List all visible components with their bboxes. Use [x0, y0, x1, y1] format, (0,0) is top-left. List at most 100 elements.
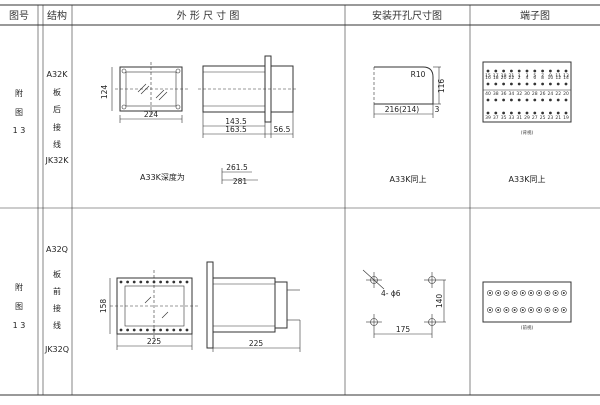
row2-cutout-width: 175	[396, 325, 411, 334]
terminal-number-top: 11	[555, 73, 561, 79]
terminal-dot	[502, 111, 505, 115]
terminal-dot	[549, 69, 552, 73]
terminal-number-bot2: 33	[509, 115, 515, 121]
terminal-number-bot1: 32	[516, 91, 522, 97]
row1-cutout-note: A33K同上	[390, 175, 427, 184]
terminal-number-bot1: 38	[493, 91, 499, 97]
terminal-screw	[528, 290, 534, 296]
terminal-number-bot2: 35	[501, 115, 507, 121]
terminal-dot	[525, 111, 529, 115]
terminal-screw	[560, 290, 567, 296]
terminal-dot	[165, 280, 169, 284]
row2-cutout-height: 140	[435, 294, 444, 309]
row1-note-v1: 261.5	[226, 163, 248, 172]
terminal-dot	[533, 111, 537, 115]
terminal-number-mid: 18	[493, 75, 499, 81]
terminal-dot	[564, 111, 568, 115]
row2-terminal-row	[487, 290, 567, 313]
terminal-number-top: 13	[563, 73, 569, 79]
svg-text:板: 板	[53, 269, 61, 279]
terminal-dot	[517, 111, 521, 115]
terminal-screw-center	[562, 292, 565, 294]
svg-text:板: 板	[53, 87, 61, 97]
terminal-screw	[536, 290, 543, 296]
svg-text:1 3: 1 3	[13, 321, 26, 330]
row2-terminal-panel	[482, 281, 572, 323]
terminal-dot	[541, 98, 544, 102]
terminal-screw-center	[521, 292, 524, 294]
terminal-dot	[525, 69, 529, 73]
terminal-screw	[503, 290, 510, 296]
terminal-number-bot1: 28	[532, 91, 538, 97]
terminal-number-mid: 14	[563, 75, 569, 81]
terminal-dot	[517, 69, 521, 73]
terminal-screw	[519, 307, 526, 313]
terminal-dot	[185, 328, 189, 332]
terminal-dot	[159, 328, 163, 332]
row2-structure-label: A32Q 板 前 接 线 JK32Q	[44, 245, 69, 354]
terminal-screw	[528, 307, 534, 313]
terminal-number-bot2: 25	[540, 115, 546, 121]
row1-dim-height: 124	[100, 85, 109, 100]
terminal-screw	[552, 290, 559, 296]
terminal-number-mid: 22	[509, 75, 515, 81]
terminal-number-bot2: 23	[548, 115, 554, 121]
header-terminal-diagram: 端子图	[520, 9, 550, 22]
terminal-screw	[487, 290, 493, 296]
svg-text:附: 附	[15, 88, 23, 98]
row1-cutout-radius: R10	[411, 70, 426, 79]
terminal-number-bot1: 26	[540, 91, 546, 97]
terminal-dot	[556, 82, 560, 86]
terminal-dot	[494, 98, 498, 102]
terminal-screw-center	[513, 292, 516, 294]
terminal-dot	[556, 69, 560, 73]
terminal-dot	[494, 69, 498, 73]
terminal-dot	[556, 98, 560, 102]
terminal-number-top: 3	[526, 73, 529, 79]
terminal-screw	[560, 307, 567, 313]
terminal-dot	[132, 328, 136, 332]
terminal-dot	[525, 82, 529, 86]
terminal-number-bot1: 30	[524, 91, 530, 97]
terminal-screw-center	[538, 309, 541, 311]
row2-side-view	[206, 261, 301, 352]
row1-dim-len3: 56.5	[274, 125, 291, 134]
terminal-dot	[549, 82, 552, 86]
terminal-number-top: 1	[518, 73, 521, 79]
terminal-screw-center	[521, 309, 524, 311]
terminal-number-top: 7	[541, 73, 544, 79]
terminal-screw	[495, 307, 502, 313]
terminal-dot	[165, 328, 169, 332]
terminal-screw	[552, 307, 559, 313]
terminal-dot	[502, 98, 505, 102]
row1-cutout-edge: 3	[435, 105, 440, 114]
terminal-screw-center	[505, 309, 508, 311]
terminal-dot	[564, 98, 568, 102]
terminal-number-mid: 20	[501, 75, 507, 81]
terminal-number-bot1: 22	[555, 91, 561, 97]
terminal-screw-center	[497, 309, 500, 311]
header-outline-dimensions: 外 形 尺 寸 图	[177, 9, 240, 22]
table-grid	[0, 4, 600, 396]
terminal-screw	[544, 290, 551, 296]
terminal-number-mid: 2	[518, 75, 521, 81]
svg-text:A32K: A32K	[47, 70, 69, 79]
row2-terminal-dots	[119, 280, 189, 332]
terminal-number-top: 5	[533, 73, 536, 79]
terminal-screw	[544, 307, 551, 313]
row1-cutout-drawing	[373, 66, 441, 118]
row2-terminal-caption: (前视)	[521, 324, 534, 331]
terminal-screw-center	[530, 309, 532, 311]
terminal-dot	[172, 280, 176, 284]
terminal-dot	[517, 82, 521, 86]
terminal-dot	[525, 98, 529, 102]
svg-text:前: 前	[53, 286, 61, 296]
terminal-dot	[146, 280, 149, 284]
terminal-dot	[126, 328, 129, 332]
terminal-dot	[172, 328, 176, 332]
row1-side-view	[198, 55, 298, 138]
terminal-dot	[126, 280, 129, 284]
svg-text:A32Q: A32Q	[46, 245, 68, 254]
terminal-number-mid: 10	[548, 75, 554, 81]
svg-text:JK32Q: JK32Q	[44, 345, 69, 354]
